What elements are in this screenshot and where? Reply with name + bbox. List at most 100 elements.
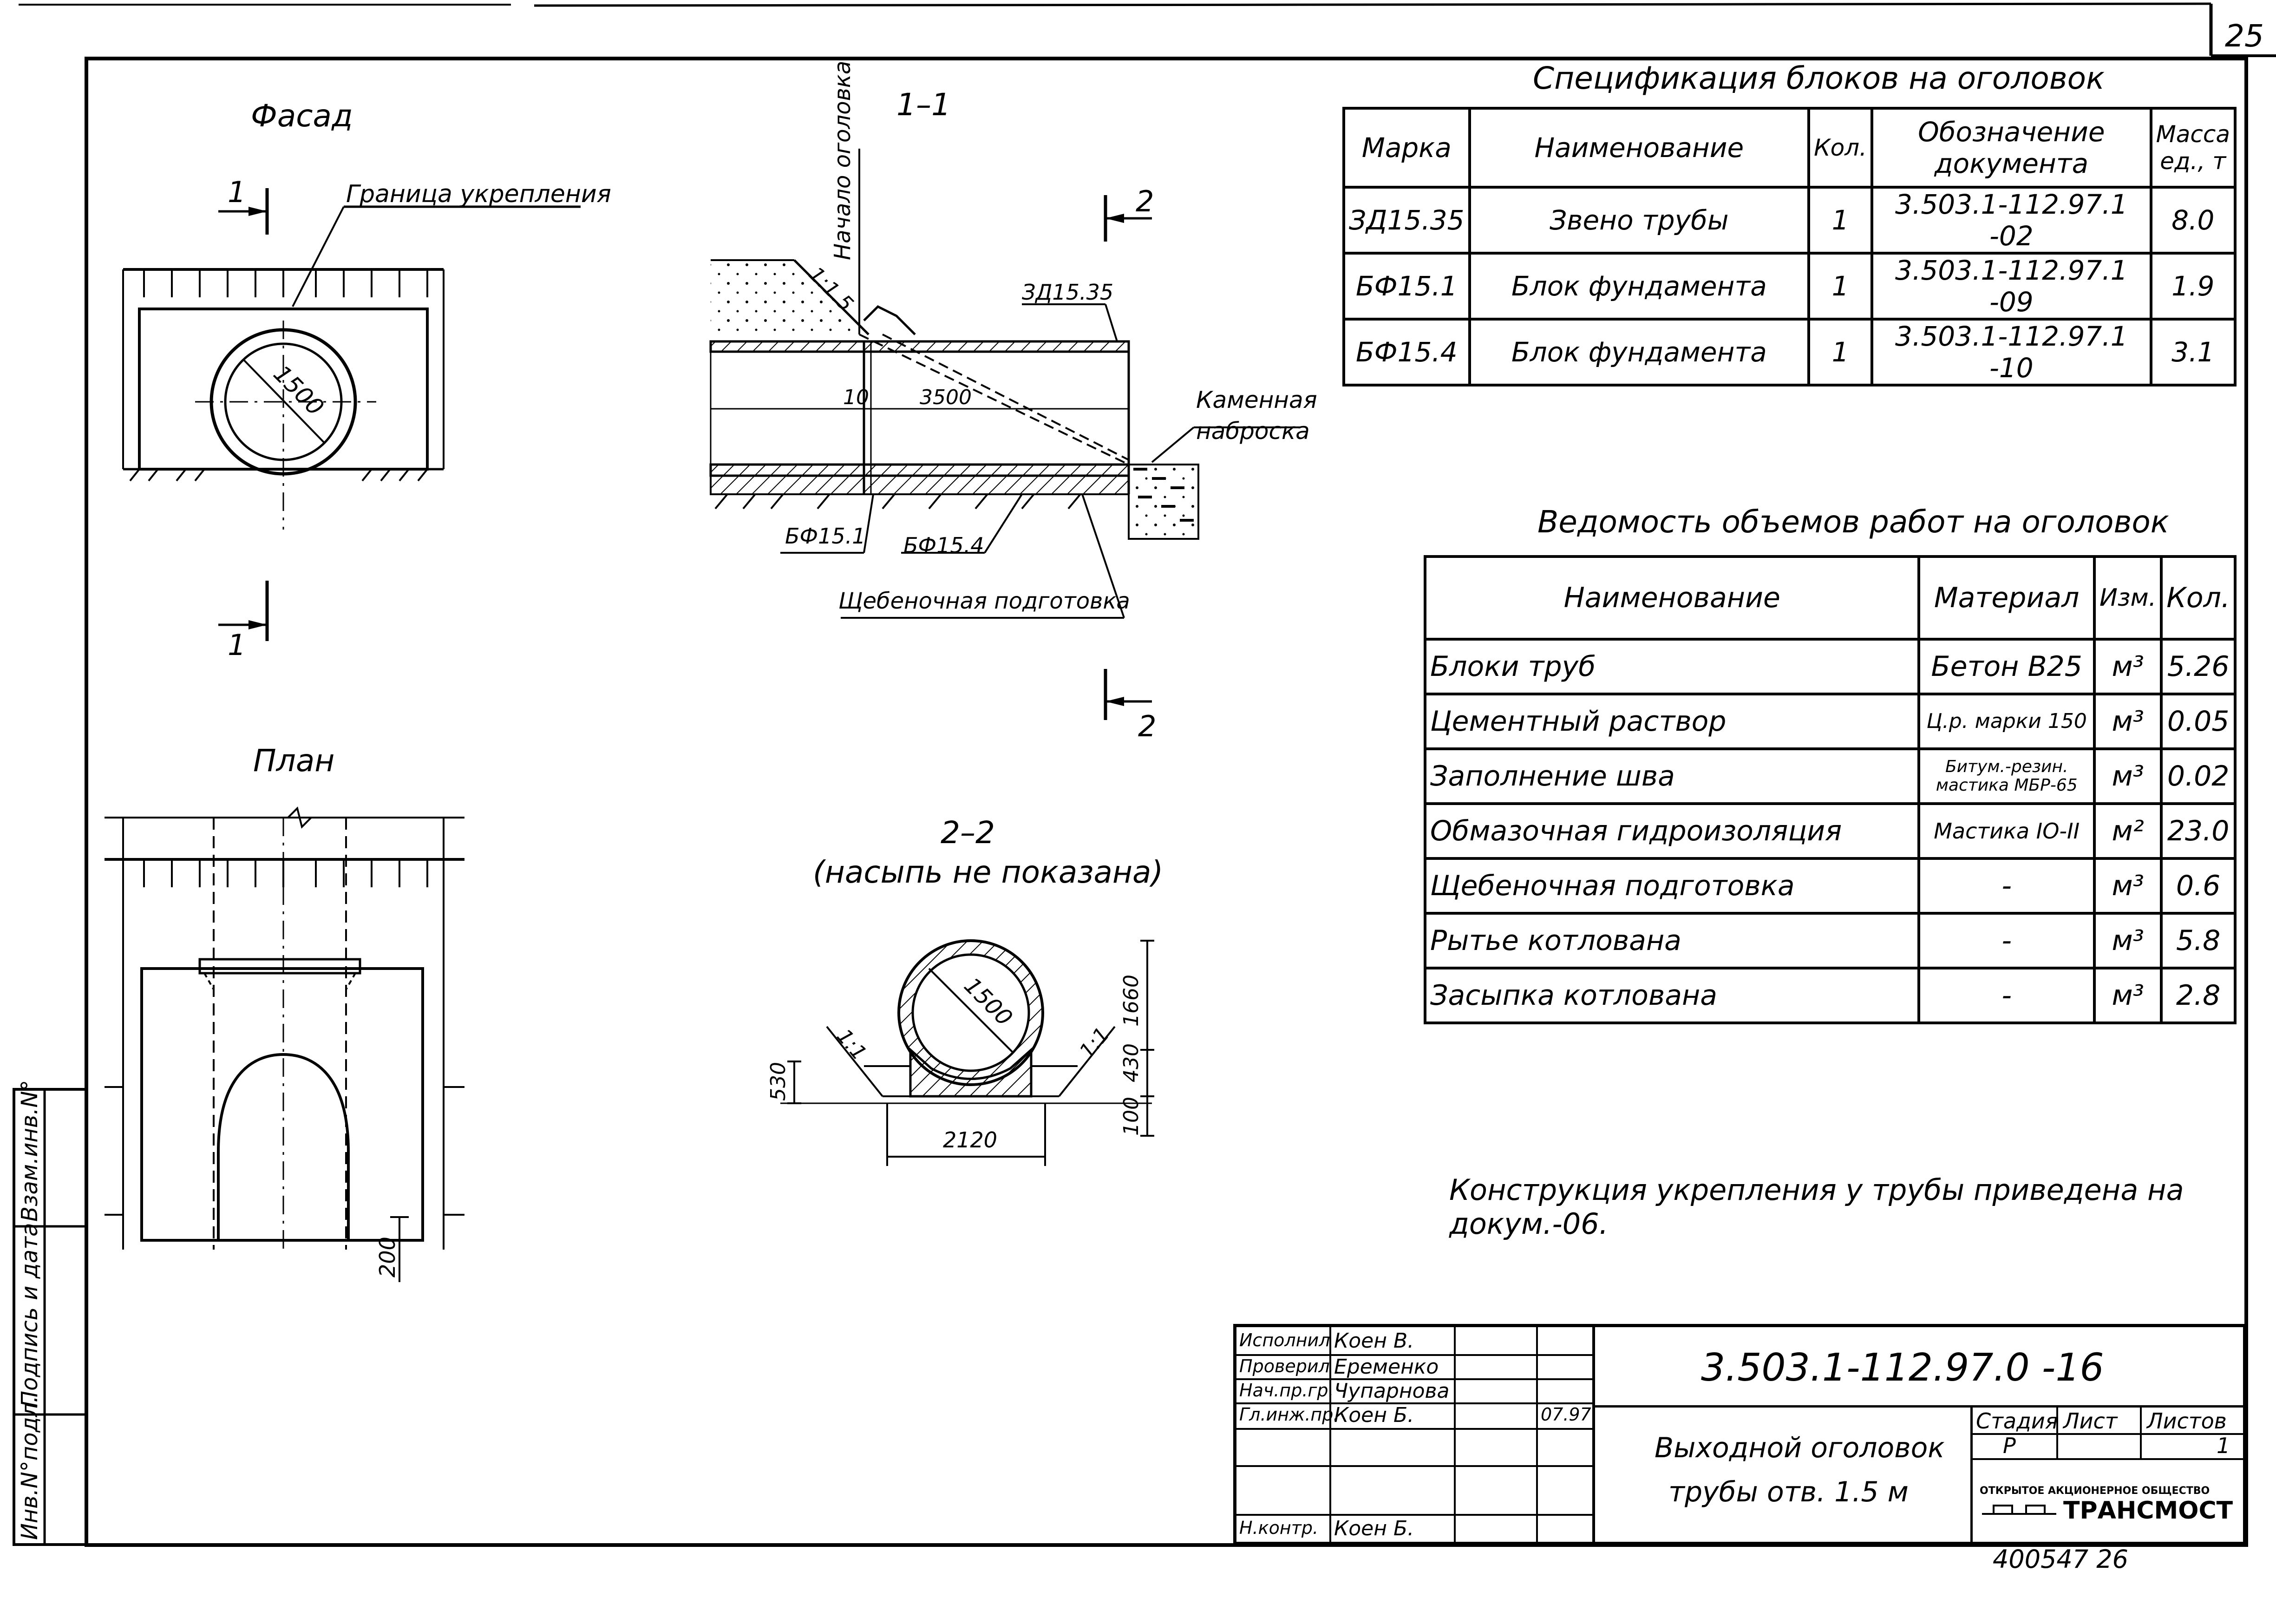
spec-cell: 1.9 — [2149, 252, 2237, 321]
volume-cell: м³ — [2093, 693, 2163, 750]
table-row: Блоки труб Бетон В25 м³ 5.26 — [1423, 638, 2237, 695]
grid-line — [2140, 1405, 2142, 1458]
spec-cell: 3.1 — [2149, 318, 2237, 386]
spec-cell: 3.503.1-112.97.1 -10 — [1871, 318, 2152, 386]
spec-cell: БФ15.4 — [1342, 318, 1471, 386]
volume-cell: Ц.р. марки 150 — [1917, 693, 2096, 750]
section-2-2-slope-right: 1:1 — [1075, 1023, 1114, 1063]
volume-cell: Бетон В25 — [1917, 638, 2096, 695]
volume-cell: м³ — [2093, 967, 2163, 1024]
person-row: Нач.пр.гр. Чупарнова — [1236, 1378, 1594, 1404]
side-stamp-inv: Инв.N°подл. — [17, 1395, 43, 1540]
person-row — [1236, 1465, 1594, 1516]
volume-cell: 5.8 — [2160, 912, 2237, 969]
volume-cell: м² — [2093, 802, 2163, 860]
company-logo-icon — [1982, 1505, 2056, 1515]
spec-table: Марка Наименование Кол. Обозначение доку… — [1342, 107, 2237, 386]
spec-cell: 1 — [1807, 186, 1874, 255]
side-stamp: Инв.N°подл. Подпись и дата Взам.инв.N° — [13, 1080, 88, 1546]
section-1-1-dim-3500: 3500 — [920, 386, 972, 409]
section-2-2-dim-430: 430 — [1119, 1043, 1143, 1082]
person-role: Гл.инж.пр. — [1239, 1404, 1339, 1425]
archive-number: 400547 26 — [1993, 1545, 2129, 1574]
facade-diameter: 1500 — [268, 360, 329, 421]
side-stamp-sign: Подпись и дата — [17, 1223, 43, 1408]
volume-cell: 5.26 — [2160, 638, 2237, 695]
person-name: Коен Б. — [1334, 1403, 1414, 1427]
person-name: Еременко — [1334, 1355, 1439, 1379]
section-1-1-cut-bottom: 2 — [1138, 709, 1156, 743]
section-1-1-start-label: Начало оголовка — [830, 61, 856, 260]
spec-cell: 3.503.1-112.97.1 -09 — [1871, 252, 2152, 321]
table-row: Засыпка котлована - м³ 2.8 — [1423, 967, 2237, 1024]
section-1-1-cut-top: 2 — [1136, 184, 1154, 218]
person-name: Коен Б. — [1334, 1517, 1414, 1540]
section-1-1: 1–1 Начало оголовка 2 1:1.5 10 3500 ЗД15… — [709, 61, 1317, 743]
spec-cell: 8.0 — [2149, 186, 2237, 255]
table-row: БФ15.1 Блок фундамента 1 3.503.1-112.97.… — [1342, 252, 2237, 321]
person-role: Исполнил — [1239, 1330, 1330, 1350]
doc-code: 3.503.1-112.97.0 -16 — [1701, 1346, 2104, 1390]
table-row: Щебеночная подготовка - м³ 0.6 — [1423, 857, 2237, 915]
volume-cell: Мастика IO-II — [1917, 802, 2096, 860]
volume-cell: Засыпка котлована — [1423, 967, 1921, 1024]
spec-header-name: Наименование — [1468, 107, 1811, 189]
person-date: 07.97 — [1541, 1404, 1591, 1425]
volume-header-unit: Изм. — [2093, 555, 2163, 641]
volume-cell: Блоки труб — [1423, 638, 1921, 695]
volume-cell: 0.6 — [2160, 857, 2237, 915]
person-row: Гл.инж.пр. Коен Б. 07.97 — [1236, 1402, 1594, 1430]
spec-cell: 1 — [1807, 318, 1874, 386]
volume-header-material: Материал — [1917, 555, 2096, 641]
section-2-2-subtitle: (насыпь не показана) — [813, 854, 1163, 890]
plan-title: План — [253, 743, 334, 779]
volume-header-qty: Кол. — [2160, 555, 2237, 641]
grid-line — [1454, 1327, 1456, 1542]
section-2-2-dim-2120: 2120 — [943, 1127, 997, 1153]
company-small: ОТКРЫТОЕ АКЦИОНЕРНОЕ ОБЩЕСТВО — [1980, 1485, 2210, 1497]
note-text: Конструкция укрепления у трубы приведена… — [1449, 1173, 2184, 1241]
table-row: Обмазочная гидроизоляция Мастика IO-II м… — [1423, 802, 2237, 860]
grid-line — [1973, 1458, 2247, 1460]
volume-cell: м³ — [2093, 912, 2163, 969]
volume-cell: - — [1917, 912, 2096, 969]
section-2-2-slope-left: 1:1 — [832, 1024, 871, 1065]
section-2-2-dim-1660: 1660 — [1119, 975, 1143, 1027]
volume-table-title: Ведомость объемов работ на оголовок — [1537, 504, 2169, 540]
page-number: 25 — [2225, 18, 2264, 54]
section-1-1-gravel-label: Щебеночная подготовка — [838, 588, 1130, 614]
volume-cell: - — [1917, 967, 2096, 1024]
facade-title: Фасад — [251, 98, 353, 134]
spec-cell: Звено трубы — [1468, 186, 1811, 255]
drawing-title-line2: трубы отв. 1.5 м — [1668, 1476, 1909, 1508]
spec-table-header: Марка Наименование Кол. Обозначение доку… — [1342, 107, 2237, 189]
section-1-1-dim-10: 10 — [843, 386, 869, 409]
section-2-2: 2–2 (насыпь не показана) 1500 1:1 1:1 16… — [766, 815, 1163, 1166]
volume-table-header: Наименование Материал Изм. Кол. — [1423, 555, 2237, 641]
grid-line — [1973, 1433, 2247, 1435]
volume-cell: Щебеночная подготовка — [1423, 857, 1921, 915]
sheets-header: Листов — [2147, 1408, 2227, 1434]
section-1-1-riprap-line1: Каменная — [1196, 386, 1317, 413]
spec-header-doc: Обозначение документа — [1871, 107, 2152, 189]
person-row: Проверил Еременко — [1236, 1354, 1594, 1380]
volume-cell: Заполнение шва — [1423, 747, 1921, 805]
person-row: Исполнил Коен В. — [1236, 1327, 1594, 1356]
volume-cell: м³ — [2093, 857, 2163, 915]
sheets-value: 1 — [2217, 1433, 2230, 1458]
volume-cell: Битум.-резин. мастика МБР-65 — [1917, 747, 2096, 805]
person-role: Проверил — [1239, 1356, 1330, 1376]
spec-table-title: Спецификация блоков на оголовок — [1533, 60, 2105, 96]
stage-value: Р — [2003, 1433, 2016, 1458]
spec-cell: Блок фундамента — [1468, 318, 1811, 386]
person-row: Н.контр. Коен Б. — [1236, 1514, 1594, 1542]
company-name: ТРАНСМОСТ — [2063, 1497, 2233, 1525]
sheet-header: Лист — [2063, 1408, 2118, 1434]
table-row: Рытье котлована - м³ 5.8 — [1423, 912, 2237, 969]
section-1-1-block-zd: ЗД15.35 — [1022, 280, 1113, 305]
grid-line — [1329, 1327, 1331, 1542]
section-2-2-dim-100: 100 — [1119, 1097, 1143, 1136]
spec-cell: БФ15.1 — [1342, 252, 1471, 321]
section-1-1-block-bf4: БФ15.4 — [903, 533, 984, 558]
grid-line — [2056, 1405, 2058, 1458]
